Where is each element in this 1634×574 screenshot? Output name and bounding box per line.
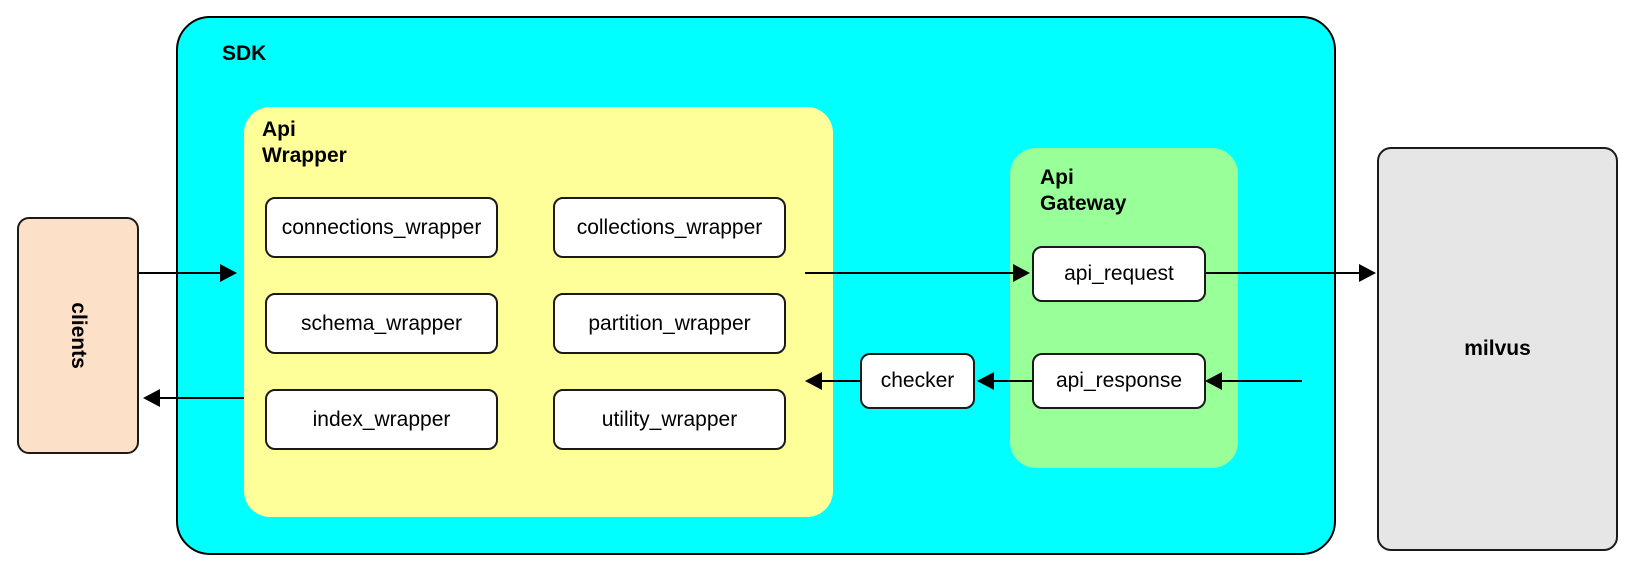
gateway-box-api-request[interactable]: api_request [1032, 246, 1206, 302]
clients-box-label: clients [66, 302, 90, 369]
wrapper-box-collections[interactable]: collections_wrapper [553, 197, 786, 258]
wrapper-box-utility-label: utility_wrapper [601, 407, 738, 431]
milvus-box-label: milvus [1464, 337, 1531, 361]
gateway-box-api-response-label: api_response [1055, 369, 1183, 393]
wrapper-box-connections-label: connections_wrapper [281, 215, 482, 239]
wrapper-box-partition[interactable]: partition_wrapper [553, 293, 786, 354]
wrapper-box-schema[interactable]: schema_wrapper [265, 293, 498, 354]
wrapper-box-schema-label: schema_wrapper [300, 311, 463, 335]
checker-box[interactable]: checker [860, 353, 975, 409]
wrapper-box-partition-label: partition_wrapper [588, 311, 751, 335]
clients-box[interactable]: clients [17, 217, 139, 454]
wrapper-box-utility[interactable]: utility_wrapper [553, 389, 786, 450]
api-gateway-container[interactable] [1010, 148, 1238, 468]
milvus-box[interactable]: milvus [1377, 147, 1618, 551]
gateway-box-api-request-label: api_request [1064, 262, 1174, 286]
wrapper-box-index[interactable]: index_wrapper [265, 389, 498, 450]
wrapper-box-collections-label: collections_wrapper [576, 215, 763, 239]
gateway-box-api-response[interactable]: api_response [1032, 353, 1206, 409]
checker-box-label: checker [880, 369, 955, 393]
wrapper-box-index-label: index_wrapper [312, 407, 451, 431]
wrapper-box-connections[interactable]: connections_wrapper [265, 197, 498, 258]
